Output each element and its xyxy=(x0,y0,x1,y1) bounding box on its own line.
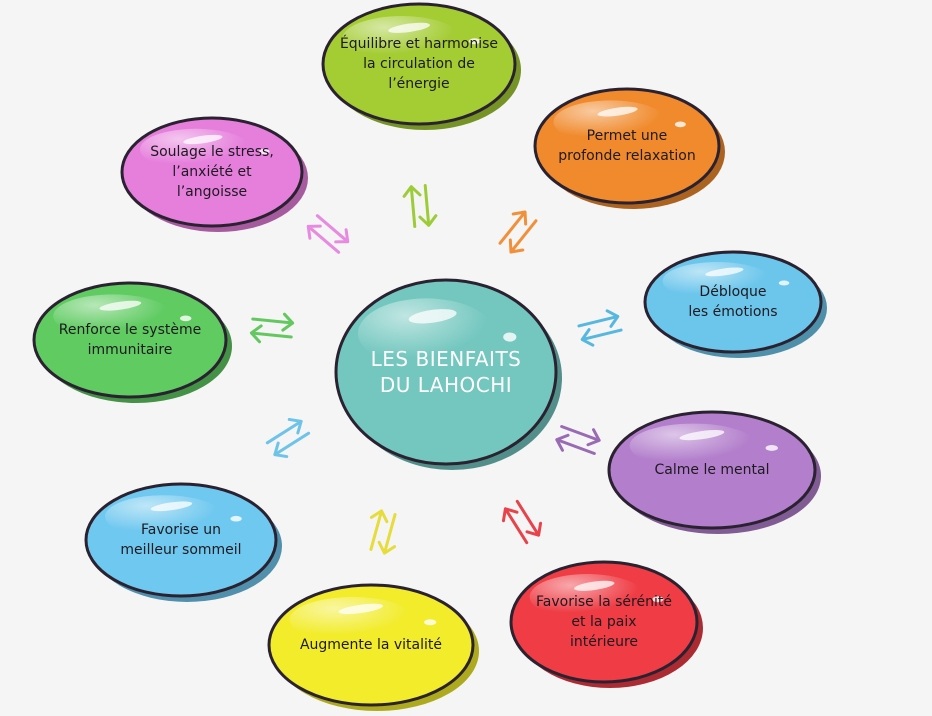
bubble-energy-glint-dot xyxy=(468,38,481,45)
bubble-relaxation-gloss xyxy=(553,100,668,144)
arrow-pair-emotions-inward xyxy=(580,328,623,347)
bubble-sleep-glint-dot xyxy=(230,515,242,522)
arrow-pair-relaxation xyxy=(498,210,538,254)
bubble-emotions-gloss xyxy=(662,262,772,300)
bubble-vitality-glint-dot xyxy=(424,619,437,626)
arrow-pair-mental xyxy=(555,425,601,455)
bubble-stress-glint-dot xyxy=(258,148,270,155)
bubble-mental-gloss xyxy=(629,423,758,468)
center-title: LES BIENFAITS DU LAHOCHI xyxy=(370,346,522,397)
bubble-relaxation-glint xyxy=(597,106,638,117)
arrow-pair-immunity-inward xyxy=(251,312,295,332)
bubble-stress xyxy=(120,116,308,232)
arrow-pair-relaxation-inward xyxy=(508,219,538,254)
bubble-label-vitality: Augmente la vitalité xyxy=(299,637,443,653)
bubble-vitality-glint xyxy=(338,603,384,615)
center-bubble-glint-dot xyxy=(503,332,517,342)
arrow-pair-emotions-outward xyxy=(577,309,620,328)
arrow-pair-immunity-outward xyxy=(249,324,293,344)
arrow-pair-vitality-inward xyxy=(369,509,389,551)
center-bubble-gloss xyxy=(358,298,495,369)
bubble-serenity-glint-dot xyxy=(652,596,664,603)
bubble-immunity-gloss xyxy=(53,294,173,338)
bubble-mental-glint-dot xyxy=(765,445,778,451)
bubble-vitality xyxy=(267,583,479,711)
arrow-pair-sleep-inward xyxy=(265,417,303,445)
arrow-pair-serenity xyxy=(501,499,543,545)
arrow-pair-stress-inward xyxy=(315,214,350,244)
arrow-pair-serenity-outward xyxy=(515,499,543,537)
bubble-label-energy: Équilibre et harmonise la circulation de… xyxy=(339,36,499,92)
bubble-sleep xyxy=(84,482,282,602)
arrow-pair-immunity xyxy=(249,312,295,344)
arrow-pair-stress-outward xyxy=(306,224,341,254)
bubble-label-relaxation: Permet une profonde relaxation xyxy=(558,127,696,164)
bubble-mental xyxy=(607,410,821,534)
bubble-emotions-glint-dot xyxy=(778,280,790,286)
arrow-pair-energy xyxy=(402,183,438,229)
bubble-serenity-gloss xyxy=(529,574,645,620)
bubble-immunity xyxy=(32,281,232,403)
arrow-pair-vitality-outward xyxy=(377,513,397,555)
bubble-immunity-glint-dot xyxy=(179,315,192,322)
bubble-energy-glint xyxy=(388,22,430,33)
bubble-label-stress: Soulage le stress, l’anxiété et l’angois… xyxy=(150,143,274,200)
arrow-pair-energy-inward xyxy=(418,183,438,227)
arrow-pair-sleep-outward xyxy=(273,431,311,459)
bubble-serenity-glint xyxy=(573,580,615,591)
arrow-pair-sleep xyxy=(265,417,311,459)
bubble-sleep-glint xyxy=(150,501,193,512)
arrow-pair-emotions xyxy=(577,309,623,347)
bubble-label-sleep: Favorise un meilleur sommeil xyxy=(120,521,242,558)
bubble-label-immunity: Renforce le système immunitaire xyxy=(58,321,202,358)
center-bubble-glint xyxy=(408,309,457,324)
arrow-pair-relaxation-outward xyxy=(498,210,528,245)
arrow-pair-mental-inward xyxy=(555,433,596,455)
bubble-mental-glint xyxy=(679,429,725,441)
bubble-immunity-glint xyxy=(99,300,142,311)
bubble-vitality-gloss xyxy=(289,597,416,643)
bubble-stress-gloss xyxy=(140,128,252,170)
bubble-emotions-glint xyxy=(705,267,744,277)
arrow-pair-serenity-inward xyxy=(501,507,529,545)
arrow-pair-stress xyxy=(306,214,350,254)
bubble-label-emotions: Débloque les émotions xyxy=(688,284,778,320)
arrow-pair-vitality xyxy=(369,509,397,555)
bubble-sleep-gloss xyxy=(104,495,223,538)
bubble-relaxation-glint-dot xyxy=(674,121,686,128)
bubble-relaxation xyxy=(533,87,725,209)
bubble-label-mental: Calme le mental xyxy=(654,461,770,478)
bubble-energy xyxy=(321,2,521,130)
center-bubble xyxy=(334,278,562,470)
bubble-emotions xyxy=(643,250,827,358)
bubble-stress-glint xyxy=(183,134,223,145)
bubble-serenity xyxy=(509,560,703,688)
arrow-pair-mental-outward xyxy=(560,425,601,447)
bubble-label-serenity: Favorise la sérénité et la paix intérieu… xyxy=(536,594,672,650)
arrow-pair-energy-outward xyxy=(402,185,422,229)
bubble-energy-gloss xyxy=(342,16,462,62)
